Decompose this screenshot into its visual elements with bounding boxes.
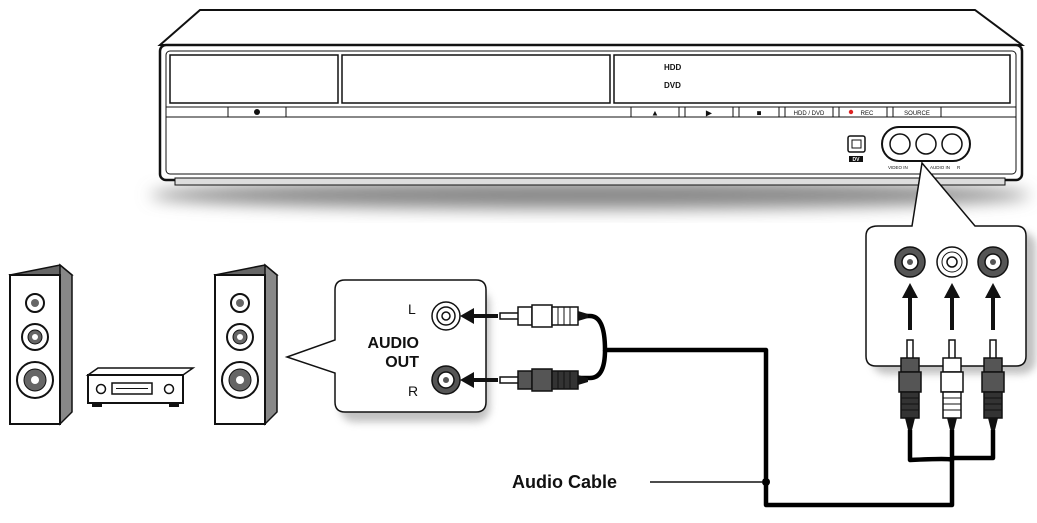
- audio-out-arrows: [460, 308, 498, 388]
- plug-right-dark: [981, 339, 1005, 430]
- source-label: SOURCE: [904, 111, 930, 117]
- plug-middle-white: [940, 339, 964, 430]
- rca-plug-dark-horizontal: [499, 368, 588, 392]
- source-button[interactable]: SOURCE: [892, 106, 942, 118]
- play-button[interactable]: ▶: [684, 106, 734, 118]
- rec-button[interactable]: REC: [838, 106, 888, 118]
- stop-icon: ■: [757, 109, 762, 118]
- video-in-label: VIDEO IN: [888, 165, 908, 170]
- audio-out-r-label: R: [408, 383, 418, 399]
- zoom-video-jack: [894, 246, 926, 278]
- display-panel: [613, 54, 1011, 104]
- zoom-audio-r-jack: [977, 246, 1009, 278]
- eject-button[interactable]: ▲: [630, 106, 680, 118]
- front-panel-left: [169, 54, 339, 104]
- left-speaker: [8, 263, 74, 426]
- audio-out-l-jack: [431, 301, 461, 331]
- insert-arrows: [902, 283, 1001, 330]
- rec-label: REC: [861, 111, 874, 117]
- disc-tray: [341, 54, 611, 104]
- audio-cable: [580, 313, 996, 508]
- hdd-dvd-button[interactable]: HDD / DVD: [784, 106, 834, 118]
- recorder-unit: HDD DVD ▲ ▶ ■ HDD / DVD REC S: [150, 9, 1030, 209]
- audio-out-l-label: L: [408, 301, 416, 317]
- rca-plugs-vertical: [898, 339, 1005, 430]
- audio-out-title-line1: AUDIO: [367, 335, 419, 352]
- eject-icon: ▲: [651, 109, 659, 118]
- stop-button[interactable]: ■: [738, 106, 780, 118]
- power-icon: [254, 109, 260, 115]
- cable-marker-dot: [762, 478, 770, 486]
- rca-plug-white-horizontal: [499, 304, 588, 328]
- audio-in-label: AUDIO IN: [930, 165, 950, 170]
- amplifier: [85, 367, 196, 407]
- right-speaker: [213, 263, 279, 426]
- video-in-jack: [889, 133, 911, 155]
- dv-label: DV: [853, 157, 861, 163]
- audio-in-r-jack: [941, 133, 963, 155]
- audio-out-r-jack: [431, 365, 461, 395]
- audio-out-callout: L AUDIO OUT R: [284, 279, 498, 422]
- play-icon: ▶: [706, 109, 713, 118]
- audio-in-l-jack: [915, 133, 937, 155]
- rec-dot-icon: [848, 109, 854, 115]
- plug-left-dark: [898, 339, 922, 430]
- hdd-dvd-label: HDD / DVD: [794, 111, 825, 117]
- zoom-audio-l-jack: [936, 246, 968, 278]
- audio-out-title-line2: OUT: [385, 354, 419, 371]
- r-jack-label: R: [957, 165, 961, 170]
- hdd-logo: HDD: [664, 63, 682, 72]
- dvd-logo: DVD: [664, 81, 681, 90]
- front-jacks-zoom-callout: [865, 161, 1036, 374]
- recorder-top: [157, 9, 1026, 46]
- recorder-shadow: [150, 181, 1030, 209]
- audio-cable-label: Audio Cable: [512, 472, 617, 492]
